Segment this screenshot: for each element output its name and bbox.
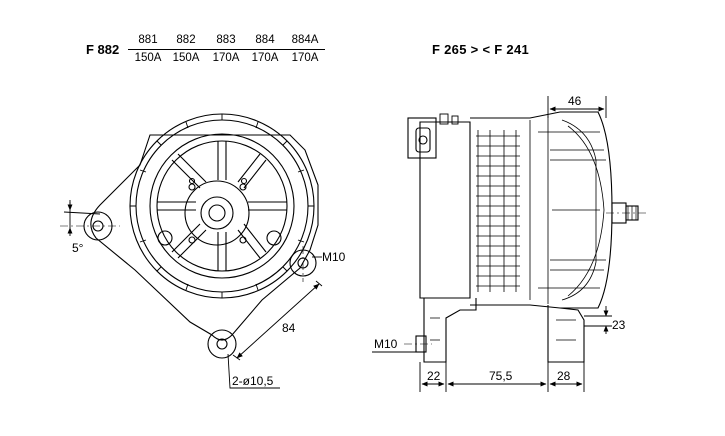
dim-84-label: 84 (282, 321, 296, 335)
center-lines (60, 225, 304, 282)
cooling-fins (476, 130, 520, 292)
hole-label: 2-ø10,5 (232, 374, 274, 388)
variant-code: 883 (206, 33, 246, 50)
variant-rating: 150A (172, 52, 200, 64)
variant-rating: 170A (291, 52, 319, 64)
variant-code: 882 (166, 33, 206, 50)
inner-ring (149, 133, 295, 279)
dim-23-label: 23 (612, 318, 626, 332)
variant-rating: 170A (212, 52, 240, 64)
dim-46-label: 46 (568, 94, 582, 108)
variant-881: 881 150A (128, 33, 168, 66)
bottom-lug-hole (216, 338, 228, 350)
angle-dimension (63, 200, 101, 236)
dimension-84 (232, 280, 323, 361)
hole-leader (227, 353, 280, 389)
variant-884: 884 170A (245, 33, 285, 66)
variant-883: 883 170A (206, 33, 246, 66)
mounting-foot-front (423, 298, 477, 363)
dim-75-5-label: 75,5 (489, 369, 513, 383)
variant-code: 881 (128, 33, 168, 50)
front-view (60, 113, 319, 359)
dim-22-label: 22 (427, 369, 441, 383)
model-number: F 882 (86, 42, 120, 57)
variant-code: 884 (245, 33, 285, 50)
bolts (188, 177, 248, 244)
variant-code: 884A (285, 33, 325, 50)
variant-rating: 150A (134, 52, 162, 64)
terminal-posts (439, 113, 459, 125)
dim-28-label: 28 (557, 369, 571, 383)
hub-outer (184, 180, 250, 246)
thread-label-side: M10 (374, 337, 398, 351)
spokes (157, 141, 287, 271)
thread-label-front: M10 (322, 250, 346, 264)
hub-inner (208, 204, 226, 222)
rear-boss (157, 230, 173, 246)
variant-rating: 170A (251, 52, 279, 64)
connector-box (407, 117, 437, 159)
dimension-chain (419, 362, 585, 392)
cooling-ribs (130, 114, 314, 298)
side-view (404, 111, 648, 363)
dimension-23 (584, 306, 612, 334)
bracket-outline (90, 134, 319, 341)
rear-cover-details (529, 116, 606, 304)
hub-mid (200, 196, 234, 230)
angle-label: 5° (72, 241, 84, 255)
mounting-foot-rear (547, 305, 585, 363)
variant-884a: 884A 170A (285, 33, 325, 66)
stator-body (419, 121, 471, 299)
bottom-lug-outer (207, 329, 237, 359)
variant-882: 882 150A (166, 33, 206, 66)
dimension-46 (547, 96, 607, 118)
side-view-label: F 265 > < F 241 (432, 42, 530, 57)
